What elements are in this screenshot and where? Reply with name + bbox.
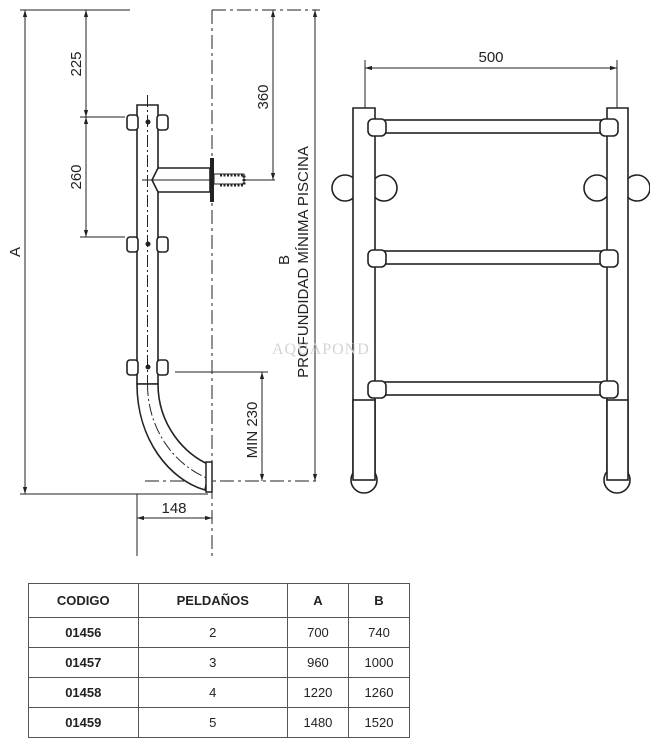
table-row: 01457 3 960 1000 [28, 647, 411, 678]
cell-b: 1520 [347, 707, 411, 738]
cell-b: 1260 [347, 677, 411, 708]
cell-b: 740 [347, 617, 411, 648]
dim-B-label: B [276, 255, 293, 265]
cell-b: 1000 [347, 647, 411, 678]
cell-steps: 4 [137, 677, 288, 708]
cell-code: 01457 [28, 647, 139, 678]
dim-360-label: 360 [255, 84, 272, 109]
cell-a: 1480 [286, 707, 349, 738]
header-codigo: CODIGO [28, 583, 139, 618]
cell-a: 1220 [286, 677, 349, 708]
cell-steps: 5 [137, 707, 288, 738]
cell-steps: 2 [137, 617, 288, 648]
pool-depth-label: PROFUNDIDAD MÍNIMA PISCINA [295, 146, 312, 378]
model-table: CODIGO PELDAÑOS A B 01456 2 700 740 0145… [28, 583, 411, 738]
header-peldanos: PELDAÑOS [137, 583, 288, 618]
table-row: 01459 5 1480 1520 [28, 707, 411, 738]
table-row: 01458 4 1220 1260 [28, 677, 411, 708]
front-view: 500 [331, 49, 650, 494]
cell-a: 960 [286, 647, 349, 678]
dim-260-label: 260 [68, 164, 85, 189]
header-a: A [286, 583, 349, 618]
watermark: AQUAPOND [272, 341, 370, 358]
cell-code: 01458 [28, 677, 139, 708]
cell-a: 700 [286, 617, 349, 648]
cell-code: 01459 [28, 707, 139, 738]
dim-148-label: 148 [161, 500, 186, 517]
side-view: A 225 260 360 B PROFUNDIDAD MÍNIMA PISCI… [7, 9, 320, 556]
cell-code: 01456 [28, 617, 139, 648]
dim-min230-label: MIN 230 [244, 402, 261, 459]
table-header-row: CODIGO PELDAÑOS A B [28, 583, 411, 618]
dim-225-label: 225 [68, 51, 85, 76]
header-b: B [347, 583, 411, 618]
dim-A-label: A [7, 247, 24, 257]
table-row: 01456 2 700 740 [28, 617, 411, 648]
cell-steps: 3 [137, 647, 288, 678]
dim-500-label: 500 [478, 49, 503, 66]
